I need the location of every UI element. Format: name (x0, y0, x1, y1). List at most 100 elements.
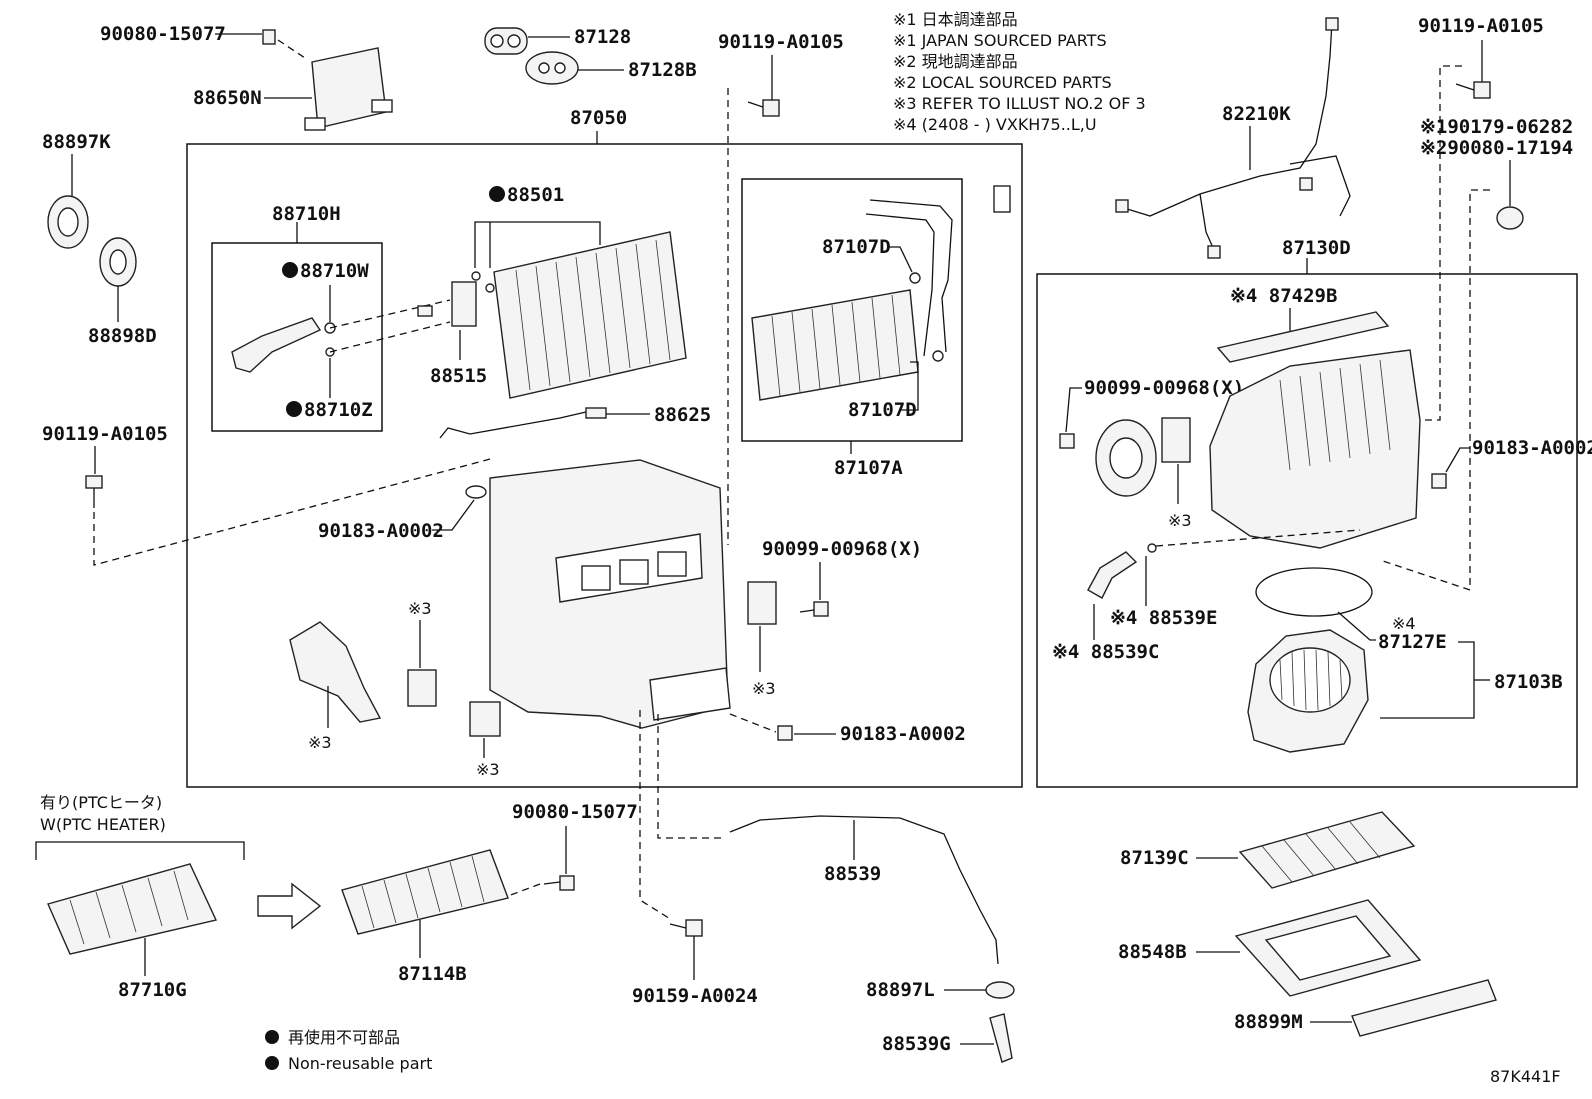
label-90119-A0105-right: 90119-A0105 (1418, 15, 1544, 37)
label-88539G: 88539G (882, 1033, 951, 1055)
ptc-heater-87710G-icon (47, 863, 217, 955)
evaporator-88501-icon (493, 231, 687, 399)
servo-motor-icon (469, 701, 501, 737)
seal-ring-87127E-icon (1255, 567, 1373, 617)
label-87139C: 87139C (1120, 847, 1189, 869)
filter-cover-88899M-icon (1351, 979, 1497, 1037)
bracket-88650N-icon (304, 47, 393, 131)
ref3-c: ※3 (476, 760, 500, 779)
duct-88539C-icon (1087, 551, 1138, 599)
note-1-en: ※1 JAPAN SOURCED PARTS (893, 31, 1107, 50)
ptc-heater-jp: 有り(PTCヒータ) (40, 793, 162, 812)
label-90183-A0002-left: 90183-A0002 (318, 520, 444, 542)
label-87127E: 87127E (1378, 631, 1447, 653)
label-190179-06282: ※190179-06282 (1420, 116, 1573, 138)
label-90080-15077-top: 90080-15077 (100, 23, 226, 45)
sensor-88625-icon (439, 407, 607, 439)
bolt-icon (747, 99, 780, 117)
group-box-87107A (741, 178, 963, 442)
ref3-b: ※3 (408, 599, 432, 618)
note-1-jp: ※1 日本調達部品 (893, 10, 1018, 29)
label-88899M: 88899M (1234, 1011, 1303, 1033)
label-87710G: 87710G (118, 979, 187, 1001)
label-88539C: ※4 88539C (1052, 641, 1159, 663)
blower-motor-87103B-icon (1247, 629, 1369, 753)
label-87429B: ※4 87429B (1230, 285, 1337, 307)
label-88501: 88501 (507, 184, 564, 206)
bolt-icon (669, 919, 703, 937)
seal-strip-87429B-icon (1216, 311, 1390, 363)
clip-icon (777, 725, 793, 741)
seal-88897K-icon (47, 195, 89, 249)
seal-87128-icon (484, 27, 528, 55)
label-87114B: 87114B (398, 963, 467, 985)
label-87107D-top: 87107D (822, 236, 891, 258)
label-88515: 88515 (430, 365, 487, 387)
ref3-e: ※3 (1168, 511, 1192, 530)
label-87103B: 87103B (1494, 671, 1563, 693)
label-88710Z: 88710Z (304, 399, 373, 421)
label-90080-15077-bot: 90080-15077 (512, 801, 638, 823)
label-82210K: 82210K (1222, 103, 1291, 125)
label-88539: 88539 (824, 863, 881, 885)
label-290080-17194: ※290080-17194 (1420, 137, 1573, 159)
ptc-heater-87114B-icon (341, 849, 509, 935)
label-87128: 87128 (574, 26, 631, 48)
clip-icon (993, 185, 1011, 213)
valve-88515-icon (417, 281, 477, 327)
label-88710W: 88710W (300, 260, 369, 282)
figure-id: 87K441F (1490, 1067, 1561, 1086)
label-90099-00968-right: 90099-00968(X) (1084, 377, 1244, 399)
label-88898D: 88898D (88, 325, 157, 347)
legend-jp: 再使用不可部品 (288, 1028, 400, 1047)
label-88539E: ※4 88539E (1110, 607, 1217, 629)
legend-en: Non-reusable part (288, 1054, 432, 1073)
servo-motor-icon (407, 669, 437, 707)
hvac-housing-icon (489, 459, 731, 729)
ref3-a: ※3 (308, 733, 332, 752)
air-filter-87139C-icon (1238, 811, 1416, 889)
label-90183-A0002-mid: 90183-A0002 (840, 723, 966, 745)
label-90159-A0024: 90159-A0024 (632, 985, 758, 1007)
heater-pipes-icon (865, 199, 953, 357)
label-90119-A0105-left: 90119-A0105 (42, 423, 168, 445)
label-90099-00968-mid: 90099-00968(X) (762, 538, 922, 560)
actuator-icon (289, 621, 382, 723)
label-90183-A0002-right: 90183-A0002 (1472, 437, 1592, 459)
note-3-en: ※3 REFER TO ILLUST NO.2 OF 3 (893, 94, 1146, 113)
note-2-jp: ※2 現地調達部品 (893, 52, 1018, 71)
screw-icon (262, 29, 306, 59)
nut-icon (1496, 206, 1524, 230)
wire-harness-icon (1115, 17, 1351, 259)
screw-icon (799, 601, 829, 617)
screw-icon (1059, 433, 1075, 449)
seal-87128B-icon (525, 51, 579, 85)
screw-icon (543, 875, 575, 891)
servo-motor-icon (747, 581, 777, 625)
label-87050: 87050 (570, 107, 627, 129)
blower-cover-icon (1095, 419, 1157, 497)
label-88897L: 88897L (866, 979, 935, 1001)
filter-case-88548B-icon (1234, 899, 1422, 997)
bolt-icon (85, 475, 103, 508)
label-90119-A0105-top: 90119-A0105 (718, 31, 844, 53)
label-87130D: 87130D (1282, 237, 1351, 259)
grommet-88897L-icon (985, 981, 1015, 999)
ref3-d: ※3 (752, 679, 776, 698)
label-87127E-note: ※4 (1392, 614, 1416, 633)
arrow-right-icon (257, 882, 322, 930)
label-87128B: 87128B (628, 59, 697, 81)
heater-core-87107A-icon (751, 289, 919, 401)
label-88625: 88625 (654, 404, 711, 426)
bolt-icon (1455, 81, 1491, 99)
clip-icon (1431, 473, 1447, 489)
ptc-heater-en: W(PTC HEATER) (40, 815, 166, 834)
notes-block: ※1 日本調達部品 ※1 JAPAN SOURCED PARTS ※2 現地調達… (893, 10, 1146, 134)
label-87107D-bot: 87107D (848, 399, 917, 421)
note-4-en: ※4 (2408 - ) VXKH75..L,U (893, 115, 1097, 134)
label-88650N: 88650N (193, 87, 262, 109)
valve-88539G-icon (989, 1013, 1013, 1063)
servo-motor-icon (1161, 417, 1191, 463)
note-2-en: ※2 LOCAL SOURCED PARTS (893, 73, 1112, 92)
